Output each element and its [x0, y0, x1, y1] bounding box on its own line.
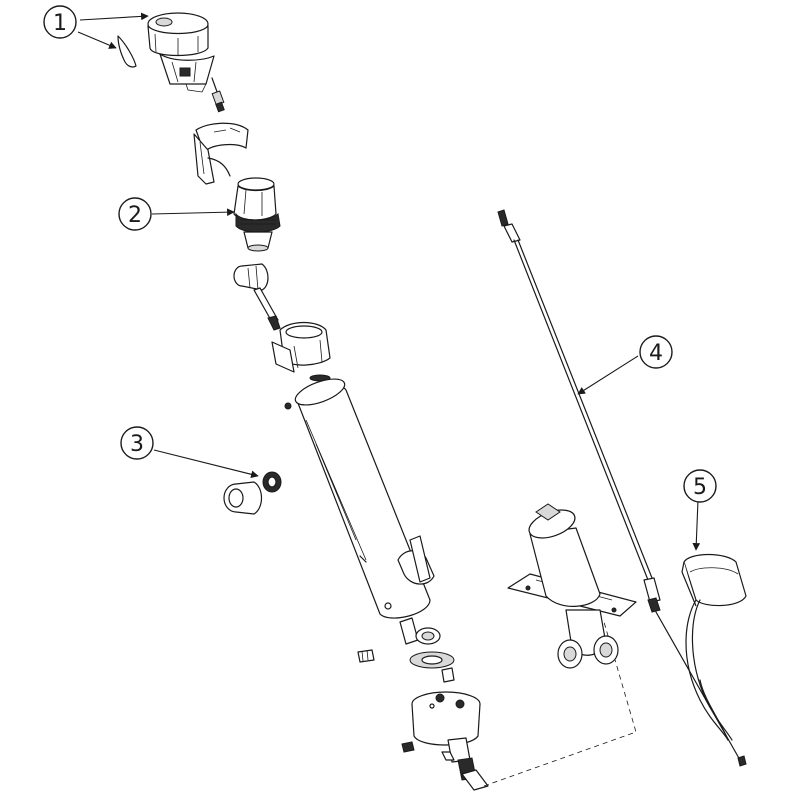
leader-3: [153, 449, 259, 479]
callout-4-label: 4: [649, 341, 663, 366]
callout-5: 5: [683, 469, 717, 503]
small-fittings: [357, 649, 455, 683]
callout-3-label: 3: [130, 432, 144, 457]
valve-block: [401, 691, 489, 791]
leader-4: [577, 355, 639, 395]
callout-5-label: 5: [693, 475, 707, 500]
part-2-cartridge: [233, 177, 281, 252]
callout-3: 3: [120, 426, 154, 460]
base-mount: [507, 503, 637, 669]
leader-2: [151, 208, 235, 217]
leader-1a: [79, 12, 149, 21]
elbow-fitting: [233, 263, 281, 331]
mounting-collar: [271, 321, 331, 382]
part-5-power-box: [681, 553, 747, 741]
leader-5: [692, 499, 701, 551]
part-1-top-housing: [117, 12, 225, 113]
callout-2-label: 2: [128, 203, 142, 228]
callout-4: 4: [639, 335, 673, 369]
main-tube: [284, 378, 441, 645]
clip-bracket: [193, 122, 249, 185]
part-3-nut-and-ring: [223, 471, 282, 515]
callout-1-label: 1: [53, 11, 67, 36]
leader-1b: [77, 31, 117, 49]
callout-1: 1: [43, 5, 77, 39]
callout-2: 2: [118, 197, 152, 231]
